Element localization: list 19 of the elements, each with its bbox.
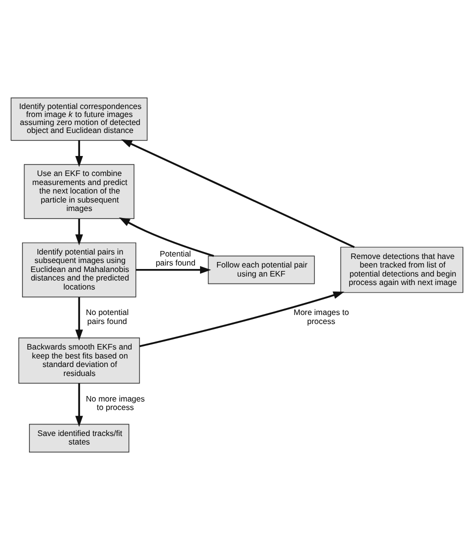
node-box: Save identified tracks/fit states <box>29 423 130 452</box>
edge-label: More images to process <box>294 308 349 326</box>
arrow <box>75 382 83 426</box>
node-box: Identify potential correspondences from image k to future images assuming zero motion of detected object and Euclidean distance <box>10 97 148 140</box>
arrow <box>75 296 83 340</box>
node-box: Identify potential pairs in subsequent images using Euclidean and Mahalanobis distances and the predicted locations <box>22 242 136 297</box>
arrow <box>119 216 214 256</box>
edge-label: No more images to process <box>86 394 145 412</box>
arrow <box>139 290 344 347</box>
arrow <box>75 218 83 245</box>
node-box: Use an EKF to combine measurements and predict the next location of the particle in subsequent images <box>24 164 134 219</box>
arrow <box>136 266 212 274</box>
node-box: Backwards smooth EKFs and keep the best fits based on standard deviation of residuals <box>18 337 140 384</box>
edge-label: No potential pairs found <box>86 308 129 326</box>
node-box: Remove detections that have been tracked from list of potential detections and begin process again with next image <box>340 246 464 292</box>
node-box: Follow each potential pair using an EKF <box>208 255 315 284</box>
arrow <box>75 140 83 167</box>
arrow <box>121 138 355 248</box>
edge-label: Potential pairs found <box>156 249 196 267</box>
